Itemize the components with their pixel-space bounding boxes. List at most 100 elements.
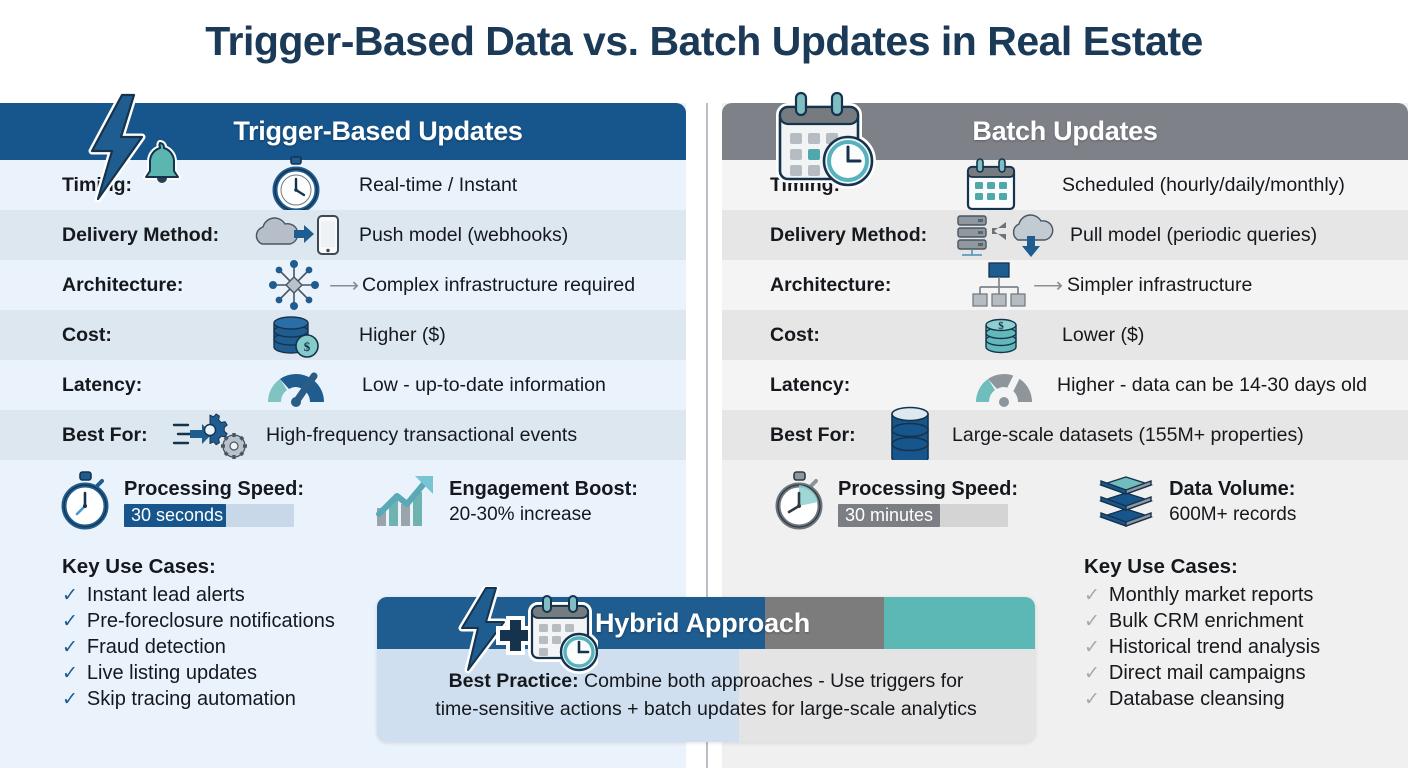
list-item-label: Live listing updates [86,662,258,684]
table-row: Architecture: [0,260,686,310]
row-label: Best For: [62,423,148,446]
row-value: Scheduled (hourly/daily/monthly) [1062,173,1345,196]
processing-speed-bar: 30 seconds [124,504,294,527]
row-label: Architecture: [62,273,184,296]
list-item: ✓ Database cleansing [1084,686,1320,712]
hybrid-body: Best Practice: Combine both approaches -… [377,649,1035,724]
database-cylinder-icon [882,402,938,468]
list-item-label: Fraud detection [86,636,226,658]
arrow-right-icon: ⟶ [1033,273,1064,297]
check-icon: ✓ [62,637,78,658]
list-item: ✓ Monthly market reports [1084,582,1320,608]
list-item-label: Monthly market reports [1108,584,1314,606]
table-row: Delivery Method: [722,210,1408,260]
check-icon: ✓ [1084,585,1100,606]
calendar-grid-icon [962,157,1020,213]
metric-subtitle: 20-30% increase [449,503,592,525]
table-row: Best For: Large-scale datasets (155M [722,406,1408,466]
list-item: ✓Live listing updates [62,660,335,686]
server-from-cloud-icon [954,210,1058,260]
check-icon: ✓ [62,611,78,632]
hybrid-body-line2: time-sensitive actions + batch updates f… [435,698,977,721]
cloud-to-phone-icon [252,212,342,258]
check-icon: ✓ [1084,637,1100,658]
arrow-right-icon: ⟶ [329,273,360,297]
check-icon: ✓ [62,689,78,710]
svg-text:$: $ [304,339,311,354]
row-label: Latency: [770,373,851,396]
list-item-label: Historical trend analysis [1108,636,1321,658]
list-item: ✓ Fraud detection [62,634,335,660]
use-cases-title: Key Use Cases: [1084,555,1238,578]
table-row: Cost: $ Lower ($) [722,310,1408,360]
row-value: Higher - data can be 14-30 days old [1057,373,1368,396]
batch-metrics: Processing Speed: 30 minutes [722,460,1408,545]
network-nodes-icon [263,257,325,313]
list-item-label: Database cleansing [1108,688,1285,710]
batch-updates-panel: Batch Updates [722,91,1408,768]
row-label: Timing: [62,173,133,196]
processing-speed-bar: 30 minutes [838,504,1008,527]
processing-speed-metric: Processing Speed: 30 minutes [772,470,1018,535]
processing-speed-metric: Processing Speed: 30 seconds [58,470,304,535]
row-value: Low - up-to-date information [362,373,606,396]
metric-title: Data Volume: [1169,477,1296,500]
check-icon: ✓ [1084,663,1100,684]
row-value: Higher ($) [359,323,446,346]
list-item-label: Pre-foreclosure notifications [86,610,335,632]
row-label: Best For: [770,423,856,446]
list-item-label: Skip tracing automation [86,688,296,710]
table-row: Latency: Higher - data can be 14-30 days… [722,360,1408,410]
hybrid-title: Hybrid Approach [595,607,811,638]
page-title: Trigger-Based Data vs. Batch Updates in … [205,18,1203,64]
stopwatch-icon [265,154,327,216]
list-item: ✓Bulk CRM enrichment [1084,608,1320,634]
row-value: Push model (webhooks) [359,223,569,246]
check-icon: ✓ [62,585,78,606]
list-item-label: Instant lead alerts [86,584,245,606]
metric-title: Engagement Boost: [449,477,638,500]
list-item: ✓ Instant lead alerts [62,582,335,608]
list-item: ✓ Pre-foreclosure notifications [62,608,335,634]
metric-subtitle: 600M+ records [1169,503,1297,525]
list-item: ✓ Direct mail campaigns [1084,660,1320,686]
row-label: Cost: [770,323,820,346]
trigger-use-cases: Key Use Cases: ✓Instant lead alerts ✓Pre… [62,555,335,712]
check-icon: ✓ [1084,689,1100,710]
check-icon: ✓ [1084,611,1100,632]
best-practice-label: Best Practice: [448,670,579,692]
trigger-rows: Timing: Real-time / Instant Del [0,156,686,460]
row-value: Real-time / Instant [359,173,518,196]
row-label: Delivery Method: [770,223,928,246]
row-label: Delivery Method: [62,223,220,246]
row-value: Lower ($) [1062,323,1145,346]
coin-stack-dollar-icon: $ [267,309,325,361]
batch-use-cases: Key Use Cases: ✓ Monthly market reports ✓… [1084,555,1320,712]
bar-fill-label: 30 minutes [838,504,940,527]
row-label: Architecture: [770,273,892,296]
trigger-metrics: Processing Speed: 30 seconds [0,460,686,545]
stopwatch-icon [58,470,114,535]
hybrid-body-line1: Combine both approaches - Use triggers f… [578,670,964,692]
gauge-icon [262,362,330,408]
batch-rows: Timing: Scheduled (hourly/daily/monthly) [722,157,1408,466]
calendar-clock-icon [776,91,876,189]
metric-title: Processing Speed: [124,478,305,500]
trigger-panel-title: Trigger-Based Updates [233,116,523,146]
hybrid-band-teal [883,597,1035,649]
list-item-label: Direct mail campaigns [1108,662,1306,684]
row-value: High-frequency transactional events [266,423,578,446]
gears-flow-icon [172,410,254,460]
table-row: Delivery Method: Push model (webhooks) [0,210,686,260]
row-value: Pull model (periodic queries) [1070,223,1318,246]
row-value: Complex infrastructure required [362,273,636,296]
data-volume-metric: Data Volume: 600M+ records [1093,469,1296,536]
table-row: Latency: Low - up-to-date information [0,360,686,410]
table-row: Best For: [0,410,686,460]
svg-text:$: $ [998,320,1004,332]
data-layers-icon [1093,469,1159,536]
growth-chart-icon [373,470,439,535]
stopwatch-icon [772,470,828,535]
list-item: ✓ Historical trend analysis [1084,634,1320,660]
